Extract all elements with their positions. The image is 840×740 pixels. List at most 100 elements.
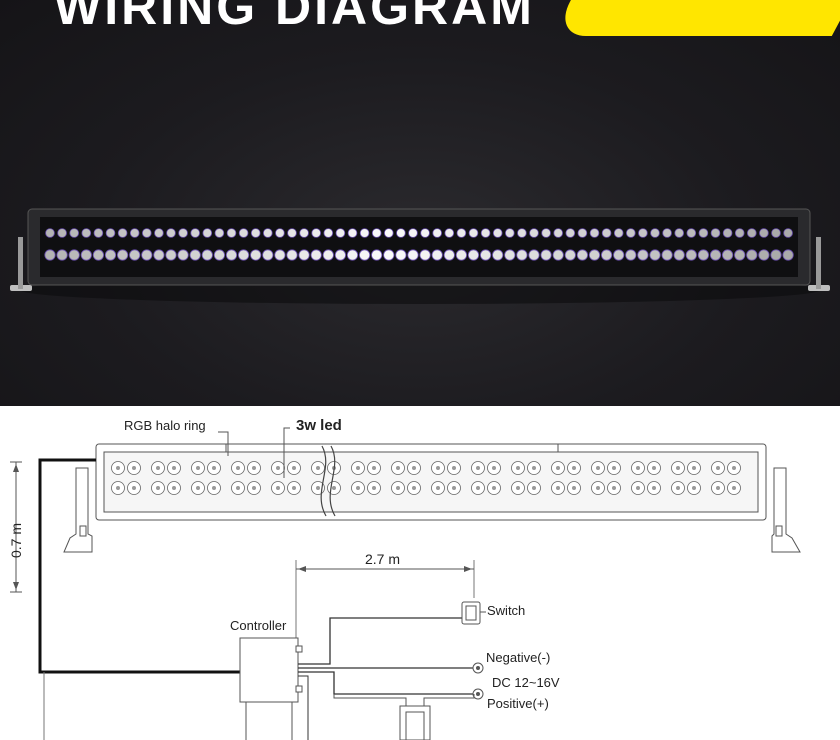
photo-led (455, 249, 467, 261)
photo-led (310, 249, 322, 261)
photo-led (142, 228, 152, 238)
controller-box (239, 637, 303, 740)
schematic-led-core (372, 486, 376, 490)
photo-led (383, 249, 395, 261)
relay-wire (298, 675, 309, 740)
schematic-led-core (236, 486, 240, 490)
schematic-led-core (556, 486, 560, 490)
schematic-led-core (212, 486, 216, 490)
photo-led (213, 249, 225, 261)
break-line (320, 445, 327, 517)
schematic-led-core (652, 486, 656, 490)
schematic-led-core (692, 486, 696, 490)
photo-led (588, 249, 601, 261)
photo-led (746, 249, 758, 261)
schematic-led-core (252, 466, 256, 470)
photo-led (274, 249, 286, 261)
schematic-led-core (692, 466, 696, 470)
main-cable (38, 458, 240, 674)
schematic-left-bracket (63, 467, 93, 553)
relay-box (333, 694, 475, 740)
photo-led (93, 228, 104, 238)
schematic-led-core (612, 486, 616, 490)
photo-led (625, 228, 636, 238)
photo-led (335, 228, 346, 238)
schematic-led-core (236, 466, 240, 470)
photo-led (322, 249, 334, 261)
photo-led (625, 249, 637, 261)
photo-led (771, 228, 781, 238)
photo-led (311, 228, 322, 238)
photo-led (371, 228, 382, 238)
schematic-led-core (476, 466, 480, 470)
photo-led (56, 249, 68, 261)
photo-led (45, 228, 55, 238)
schematic-led-core (652, 466, 656, 470)
schematic-led-core (676, 486, 680, 490)
photo-led (190, 228, 201, 238)
schematic-led-core (276, 486, 280, 490)
schematic-led-core (332, 486, 336, 490)
photo-led (480, 228, 491, 238)
photo-led (226, 228, 237, 238)
hero-banner: WIRING DIAGRAM (0, 0, 840, 406)
controller-label: Controller (230, 618, 287, 633)
schematic-led-core (676, 466, 680, 470)
photo-led (637, 249, 649, 261)
schematic-led-core (212, 466, 216, 470)
photo-led (69, 228, 79, 238)
schematic-led-core (732, 486, 736, 490)
photo-led (444, 228, 455, 238)
schematic-led-core (732, 466, 736, 470)
voltage-label: DC 12~16V (492, 675, 560, 690)
switch-label: Switch (487, 603, 526, 618)
schematic-led-core (612, 466, 616, 470)
photo-led (262, 228, 273, 238)
switch-symbol (461, 601, 486, 625)
schematic-led-core (412, 486, 416, 490)
schematic-led-core (356, 486, 360, 490)
halo-ring-label: RGB halo ring (124, 418, 206, 433)
photo-led (117, 249, 129, 261)
photo-led (407, 249, 419, 261)
photo-led (456, 228, 467, 238)
photo-led (674, 228, 684, 238)
schematic-led-core (436, 466, 440, 470)
photo-led (649, 249, 661, 261)
photo-led (225, 249, 238, 261)
photo-led (166, 228, 176, 238)
schematic-led-core (156, 486, 160, 490)
schematic-led-core (396, 466, 400, 470)
photo-led (529, 228, 539, 238)
photo-led (638, 228, 648, 238)
photo-led (576, 249, 589, 261)
schematic-led-core (636, 466, 640, 470)
schematic-led-core (516, 466, 520, 470)
photo-led (395, 249, 407, 261)
schematic-led-core (252, 486, 256, 490)
schematic-led-core (532, 466, 536, 470)
schematic-led-core (396, 486, 400, 490)
photo-led (178, 228, 188, 238)
schematic-drawing (10, 427, 801, 740)
photo-led (746, 228, 757, 238)
photo-led (154, 228, 164, 238)
schematic-led-core (316, 486, 320, 490)
photo-led (238, 228, 249, 238)
positive-wire (298, 671, 474, 695)
schematic-leds (111, 461, 741, 495)
schematic-led-core (292, 466, 296, 470)
photo-led (661, 249, 673, 261)
light-bar-leds (44, 228, 794, 261)
photo-led (685, 249, 697, 261)
negative-label: Negative(-) (486, 650, 551, 665)
photo-led (432, 228, 443, 238)
schematic-led-core (452, 486, 456, 490)
schematic-led-core (516, 486, 520, 490)
photo-led (68, 249, 80, 261)
schematic-led-core (556, 466, 560, 470)
left-mount-bracket (18, 237, 23, 289)
photo-led (734, 228, 745, 238)
photo-led (541, 228, 551, 238)
photo-led (504, 228, 515, 238)
